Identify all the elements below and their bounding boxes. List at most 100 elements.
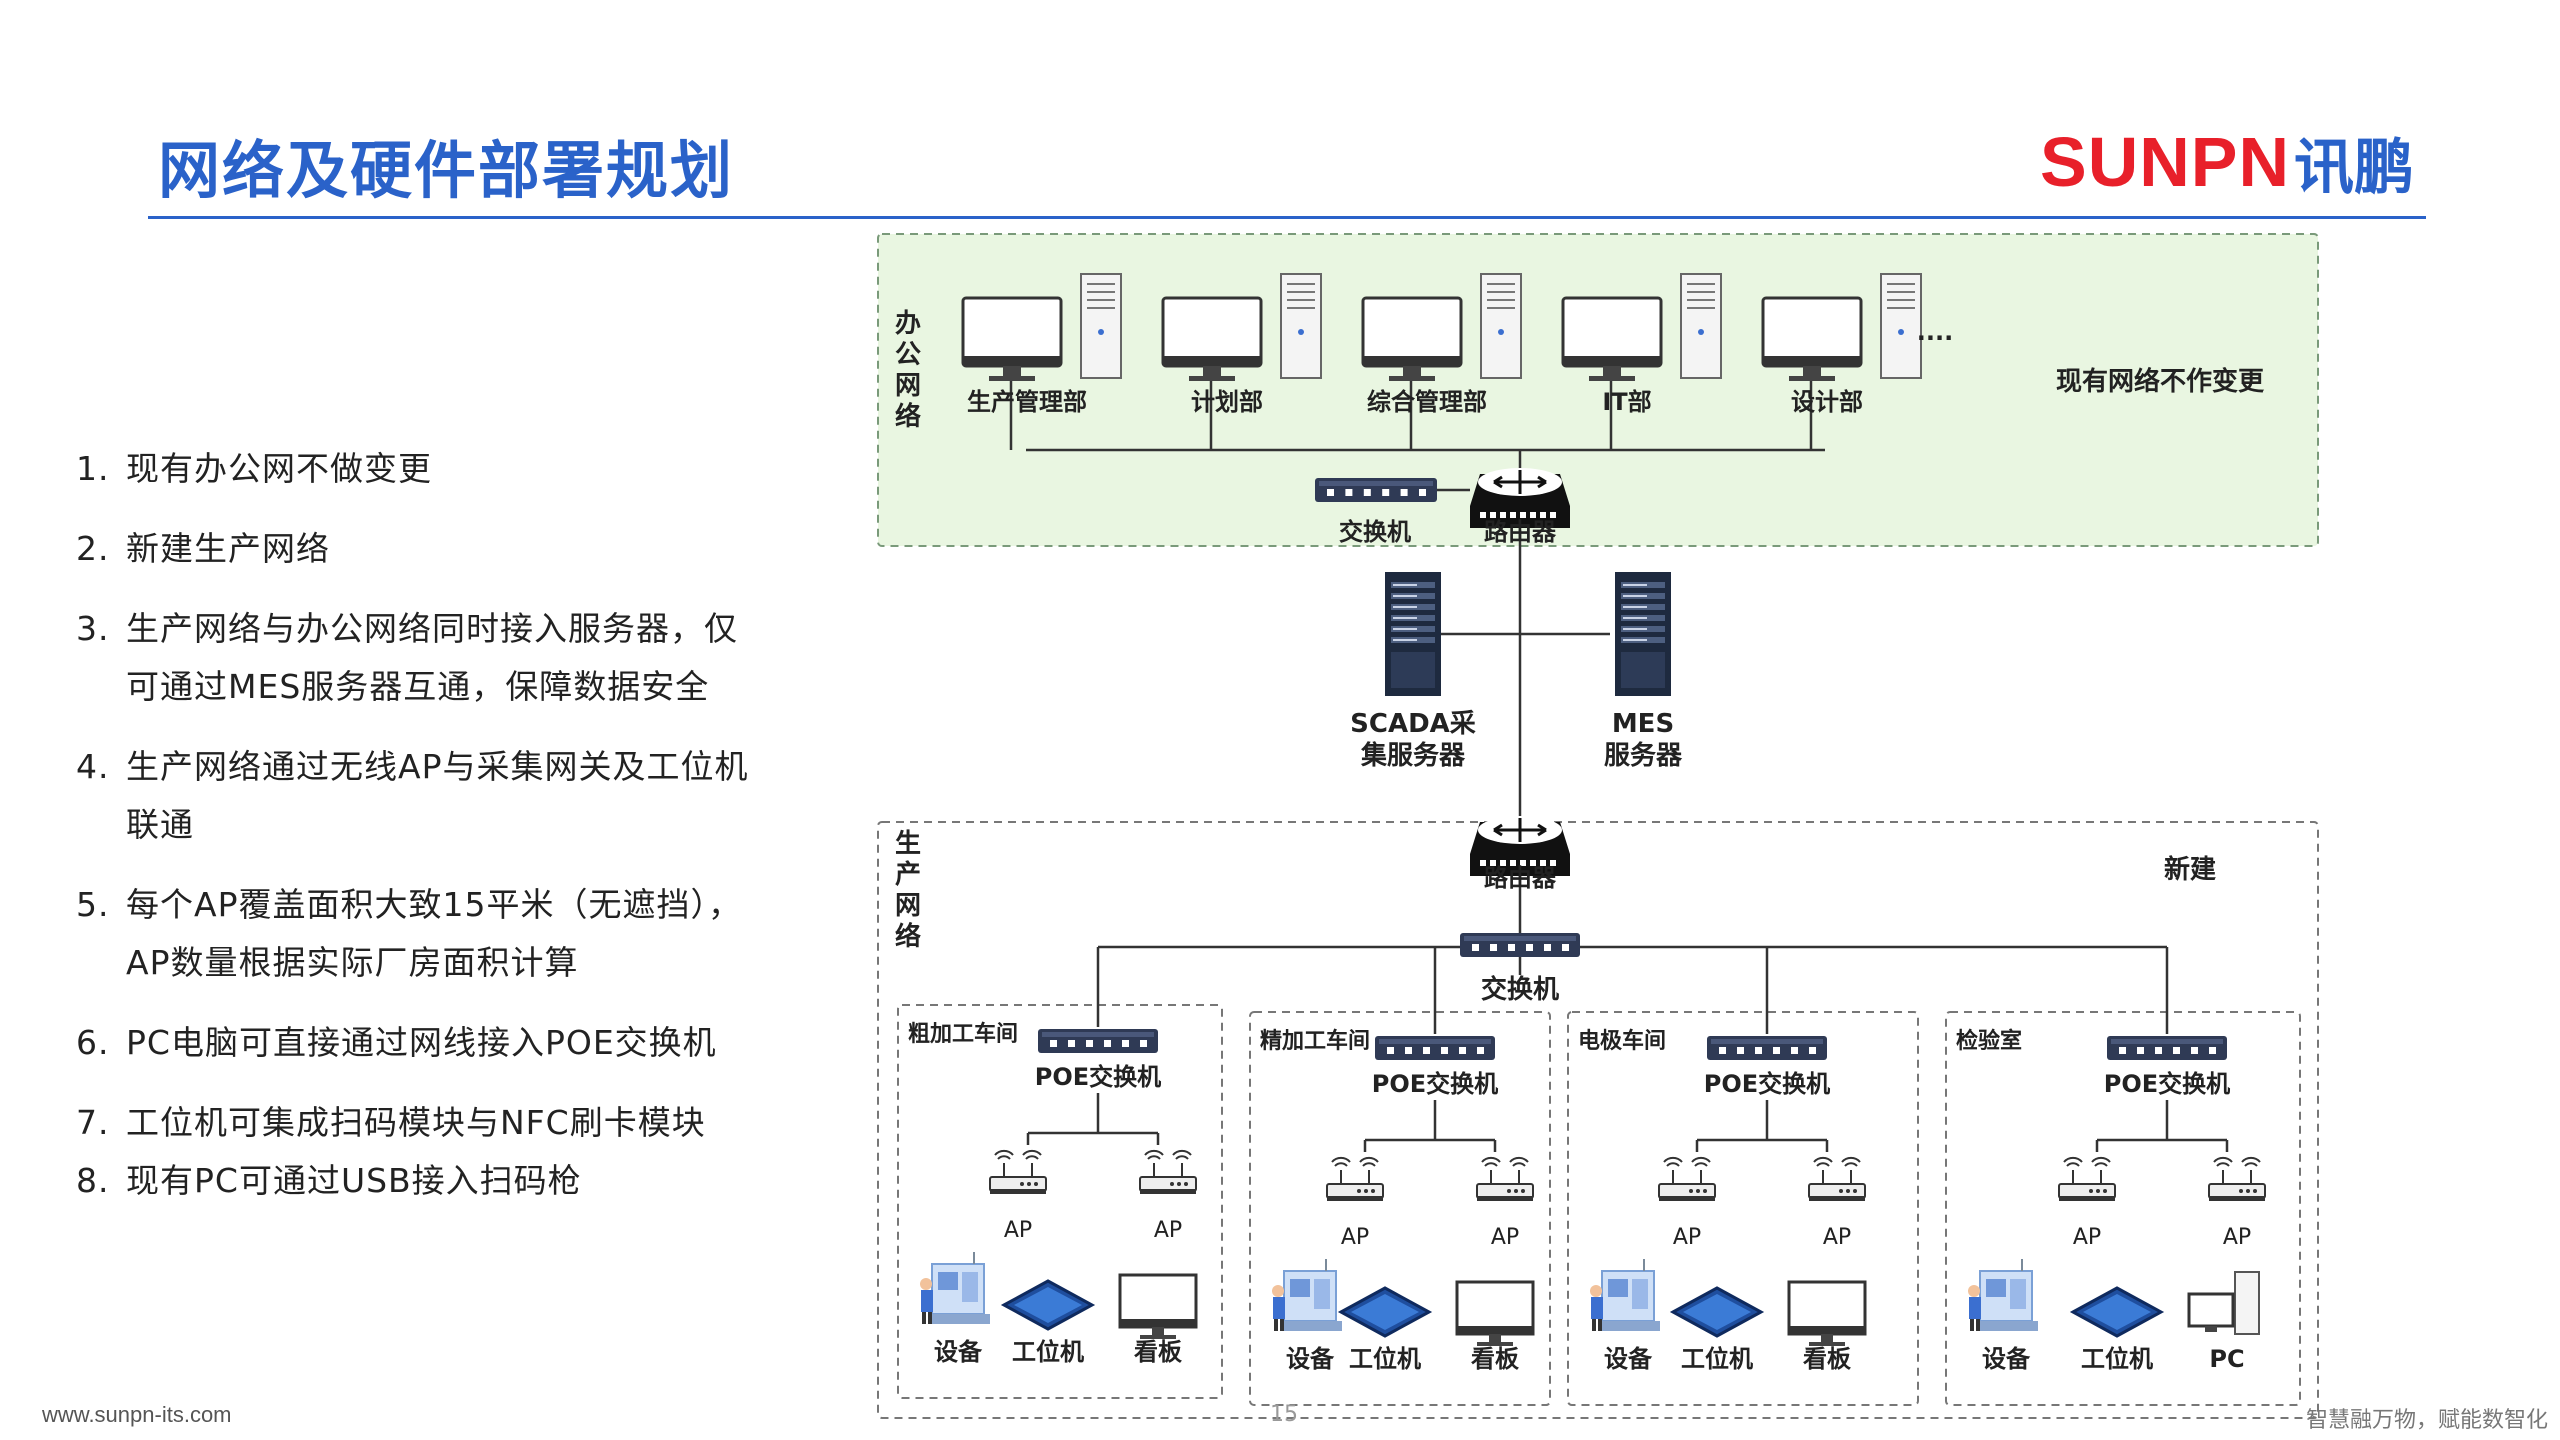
ap-label: AP: [1673, 1225, 1701, 1250]
display-board-icon: [1118, 1273, 1198, 1339]
bullet-item: 7.工位机可集成扫码模块与NFC刷卡模块: [76, 1094, 756, 1152]
workstation-terminal-icon: [1000, 1279, 1096, 1331]
workstation-terminal-icon: [2069, 1286, 2165, 1338]
bullet-number: 2.: [76, 529, 110, 568]
poe-switch-label: POE交换机: [2104, 1070, 2230, 1098]
title-divider: [148, 216, 2426, 219]
device-label: 设备: [1604, 1345, 1653, 1373]
scada-server-label: SCADA采: [1350, 709, 1476, 739]
router-icon: [1470, 816, 1570, 876]
production-zone-label: 生产网络: [895, 829, 921, 952]
workstation-terminal-icon: [1337, 1286, 1433, 1338]
svg-text:络: 络: [895, 921, 921, 952]
poe-switch-icon: [2107, 1036, 2227, 1060]
bullet-text: 现有PC可通过USB接入扫码枪: [126, 1161, 582, 1200]
office-note: 现有网络不作变更: [2056, 366, 2265, 397]
display-board-icon: [1787, 1280, 1867, 1346]
wireless-ap-icon: [2208, 1156, 2266, 1201]
bullet-text: 生产网络与办公网络同时接入服务器，仅可通过MES服务器互通，保障数据安全: [126, 609, 738, 706]
ap-label: AP: [2223, 1225, 2251, 1250]
desktop-computer-icon: [1161, 273, 1322, 381]
wireless-ap-icon: [2058, 1156, 2116, 1201]
ap-label: AP: [1154, 1218, 1182, 1243]
device-label: 工位机: [1349, 1345, 1421, 1373]
bullet-number: 8.: [76, 1161, 110, 1200]
bullet-number: 5.: [76, 885, 110, 924]
poe-switch-icon: [1707, 1036, 1827, 1060]
bullet-number: 3.: [76, 609, 110, 648]
workshop-name: 粗加工车间: [908, 1021, 1018, 1047]
desktop-computer-icon: [1361, 273, 1522, 381]
production-switch-label: 交换机: [1481, 974, 1559, 1005]
wireless-ap-icon: [1326, 1156, 1384, 1201]
workshop-zone: [1249, 1011, 1551, 1406]
poe-switch-icon: [1375, 1036, 1495, 1060]
ap-label: AP: [1491, 1225, 1519, 1250]
department-label: 计划部: [1191, 388, 1263, 416]
bullet-text: 生产网络通过无线AP与采集网关及工位机联通: [126, 747, 749, 844]
production-network-zone: [877, 821, 2319, 1419]
server-icon: [1615, 572, 1671, 696]
footer-slogan: 智慧融万物，赋能数智化: [2306, 1408, 2549, 1433]
wireless-ap-icon: [1139, 1149, 1197, 1194]
equipment-icon: [1968, 1259, 2038, 1331]
workshop-name: 检验室: [1956, 1028, 2022, 1054]
wireless-ap-icon: [1476, 1156, 1534, 1201]
workstation-terminal-icon: [1669, 1286, 1765, 1338]
device-label: 看板: [1471, 1345, 1520, 1373]
wireless-ap-icon: [1808, 1156, 1866, 1201]
workshop-zone: [897, 1004, 1223, 1399]
svg-text:生: 生: [895, 829, 921, 859]
workshop-name: 电极车间: [1578, 1028, 1666, 1054]
logo-latin: SUNPN: [2040, 123, 2291, 201]
svg-text:产: 产: [895, 860, 921, 890]
poe-switch-label: POE交换机: [1704, 1070, 1830, 1098]
equipment-icon: [1272, 1259, 1342, 1331]
scada-server-label: 集服务器: [1360, 740, 1466, 771]
brand-logo: SUNPN 讯鹏: [2040, 122, 2414, 203]
office-zone-label: 办公网络: [895, 309, 921, 432]
device-label: PC: [2209, 1345, 2244, 1373]
bullet-item: 6.PC电脑可直接通过网线接入POE交换机: [76, 1014, 756, 1072]
poe-switch-label: POE交换机: [1372, 1070, 1498, 1098]
ap-label: AP: [1004, 1218, 1032, 1243]
office-router-label: 路由器: [1484, 518, 1557, 546]
bullet-item: 8. 现有PC可通过USB接入扫码枪: [76, 1152, 756, 1210]
workshop-name: 精加工车间: [1260, 1028, 1370, 1054]
device-label: 工位机: [1681, 1345, 1753, 1373]
bullet-text: 每个AP覆盖面积大致15平米（无遮挡），AP数量根据实际厂房面积计算: [126, 885, 742, 982]
bullet-number: 1.: [76, 449, 110, 488]
bullet-text: 新建生产网络: [126, 529, 330, 568]
poe-switch-label: POE交换机: [1035, 1063, 1161, 1091]
equipment-icon: [1590, 1259, 1660, 1331]
desktop-computer-icon: [1561, 273, 1722, 381]
ap-label: AP: [1341, 1225, 1369, 1250]
mes-server-label: MES: [1612, 709, 1674, 739]
svg-text:网: 网: [895, 371, 921, 401]
equipment-icon: [920, 1252, 990, 1324]
device-label: 工位机: [2081, 1345, 2153, 1373]
svg-text:网: 网: [895, 891, 921, 921]
router-icon: [1470, 468, 1570, 528]
device-label: 设备: [1982, 1345, 2031, 1373]
ap-label: AP: [1823, 1225, 1851, 1250]
desktop-pc-icon: [2187, 1271, 2260, 1335]
mes-server-label: 服务器: [1604, 741, 1683, 771]
desktop-computer-icon: [1761, 273, 1922, 381]
device-label: 设备: [1286, 1345, 1335, 1373]
footer-url: www.sunpn-its.com: [42, 1402, 232, 1427]
office-switch-label: 交换机: [1339, 518, 1411, 546]
bullet-list: 1.现有办公网不做变更 2. 新建生产网络 3. 生产网络与办公网络同时接入服务器，…: [76, 440, 756, 1232]
device-label: 看板: [1803, 1345, 1852, 1373]
production-router-label: 路由器: [1484, 864, 1557, 892]
bullet-item: 2. 新建生产网络: [76, 520, 756, 578]
bullet-item: 1.现有办公网不做变更: [76, 440, 756, 498]
workshop-zone: [1945, 1011, 2301, 1406]
workshop-zone: [1567, 1011, 1919, 1406]
page-number: 15: [1270, 1402, 1298, 1427]
svg-text:公: 公: [895, 340, 921, 370]
svg-text:络: 络: [895, 401, 921, 432]
poe-switch-icon: [1038, 1029, 1158, 1053]
department-label: 综合管理部: [1367, 388, 1487, 416]
